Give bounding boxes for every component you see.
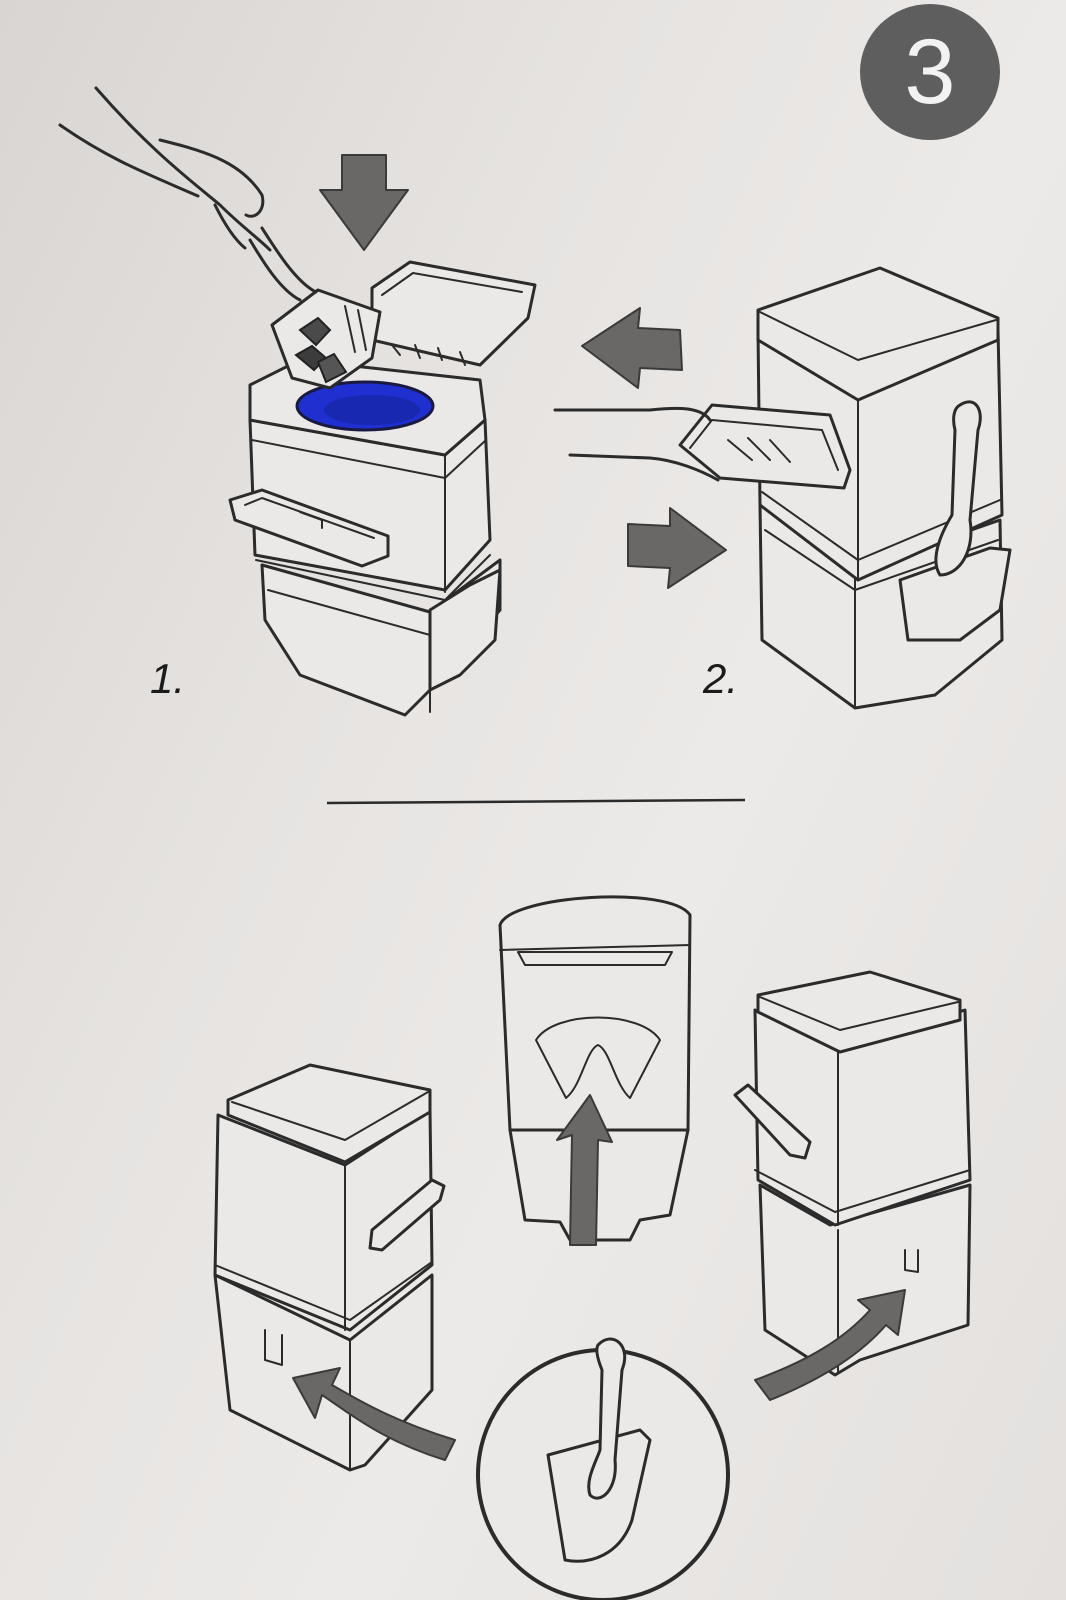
hand-step1 — [94, 86, 272, 252]
step-label-2: 2. — [703, 655, 739, 702]
bin-drawer — [228, 488, 390, 568]
left-arrow-icon — [581, 307, 683, 389]
bin2-drawer — [678, 403, 852, 490]
hand-step2 — [553, 406, 712, 422]
bin4-illustration — [476, 895, 730, 1600]
right-arrow-icon — [627, 507, 727, 589]
step2-illustration — [553, 266, 1012, 710]
bin3-illustration — [213, 1063, 456, 1472]
down-arrow-icon — [319, 154, 409, 251]
bin5-illustration — [733, 970, 972, 1401]
bin2-side-scoop — [898, 546, 1012, 642]
scoop — [270, 288, 382, 390]
bin-side-pocket — [428, 568, 502, 692]
section-divider — [326, 798, 746, 805]
curved-arrow-icon — [292, 1367, 456, 1461]
step-label-1: 1. — [150, 655, 186, 702]
page-number-badge: 3 — [860, 4, 1000, 140]
bin2-lid — [756, 266, 1000, 402]
step1-illustration — [58, 86, 537, 717]
